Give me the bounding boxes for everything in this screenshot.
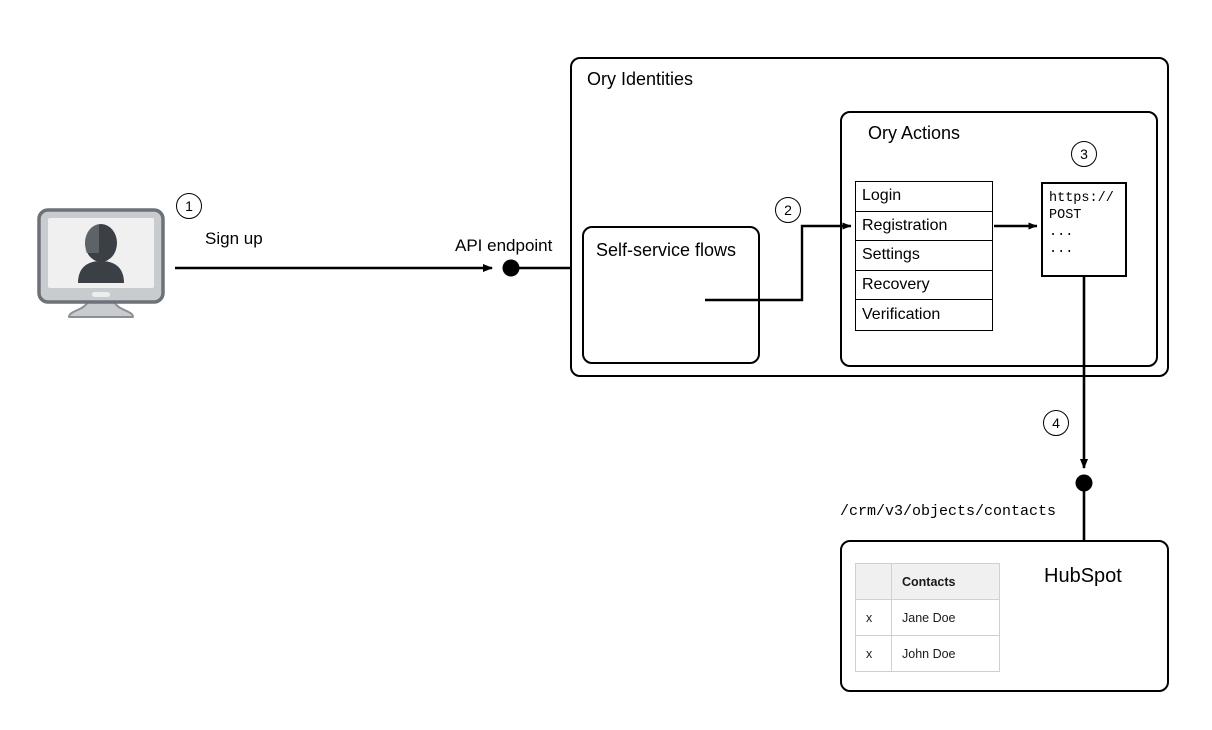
webhook-code-box: https:// POST ... ... [1041,182,1127,277]
box-self-service-flows [582,226,760,364]
label-sign-up: Sign up [205,229,263,248]
group-ory-actions [840,111,1158,367]
code-line-ellipsis-2: ... [1049,242,1074,257]
contacts-table: Contacts x Jane Doe x John Doe [855,563,1000,672]
table-cell-name: John Doe [891,635,1000,672]
action-row-settings[interactable]: Settings [856,241,992,271]
table-header-contacts: Contacts [891,563,1000,600]
label-api-endpoint: API endpoint [455,236,553,255]
step-marker-2: 2 [775,197,801,223]
step-marker-3: 3 [1071,141,1097,167]
group-ory-identities-title: Ory Identities [587,69,694,89]
box-self-service-flows-title: Self-service flows [596,240,737,260]
code-line-ellipsis-1: ... [1049,225,1074,240]
step-marker-1: 1 [176,193,202,219]
step-marker-4: 4 [1043,410,1069,436]
action-row-verification[interactable]: Verification [856,300,992,330]
label-crm-path: /crm/v3/objects/contacts [840,503,1057,520]
box-hubspot [840,540,1169,692]
group-ory-actions-title: Ory Actions [868,123,961,143]
table-cell-name: Jane Doe [891,599,1000,636]
action-label-recovery: Recovery [862,276,930,294]
table-row[interactable]: x Jane Doe [855,599,1000,636]
table-header-mark [855,563,892,600]
action-label-registration: Registration [862,216,948,234]
action-label-verification: Verification [862,306,941,324]
table-cell-mark: x [855,635,892,672]
table-cell-mark: x [855,599,892,636]
action-list: Login Registration Settings Recovery Ver… [855,181,993,331]
monitor-user-icon [36,207,166,322]
label-hubspot: HubSpot [1044,565,1122,587]
action-label-settings: Settings [862,246,920,264]
group-ory-identities [570,57,1169,377]
action-row-login[interactable]: Login [856,182,992,212]
action-row-registration[interactable]: Registration [856,212,992,242]
table-header-row: Contacts [855,563,1000,600]
action-row-recovery[interactable]: Recovery [856,271,992,301]
code-line-url: https:// [1049,191,1114,206]
connector-flows-to-registration [705,222,852,302]
action-label-login: Login [862,187,902,205]
code-line-method: POST [1049,208,1082,223]
table-row[interactable]: x John Doe [855,635,1000,672]
